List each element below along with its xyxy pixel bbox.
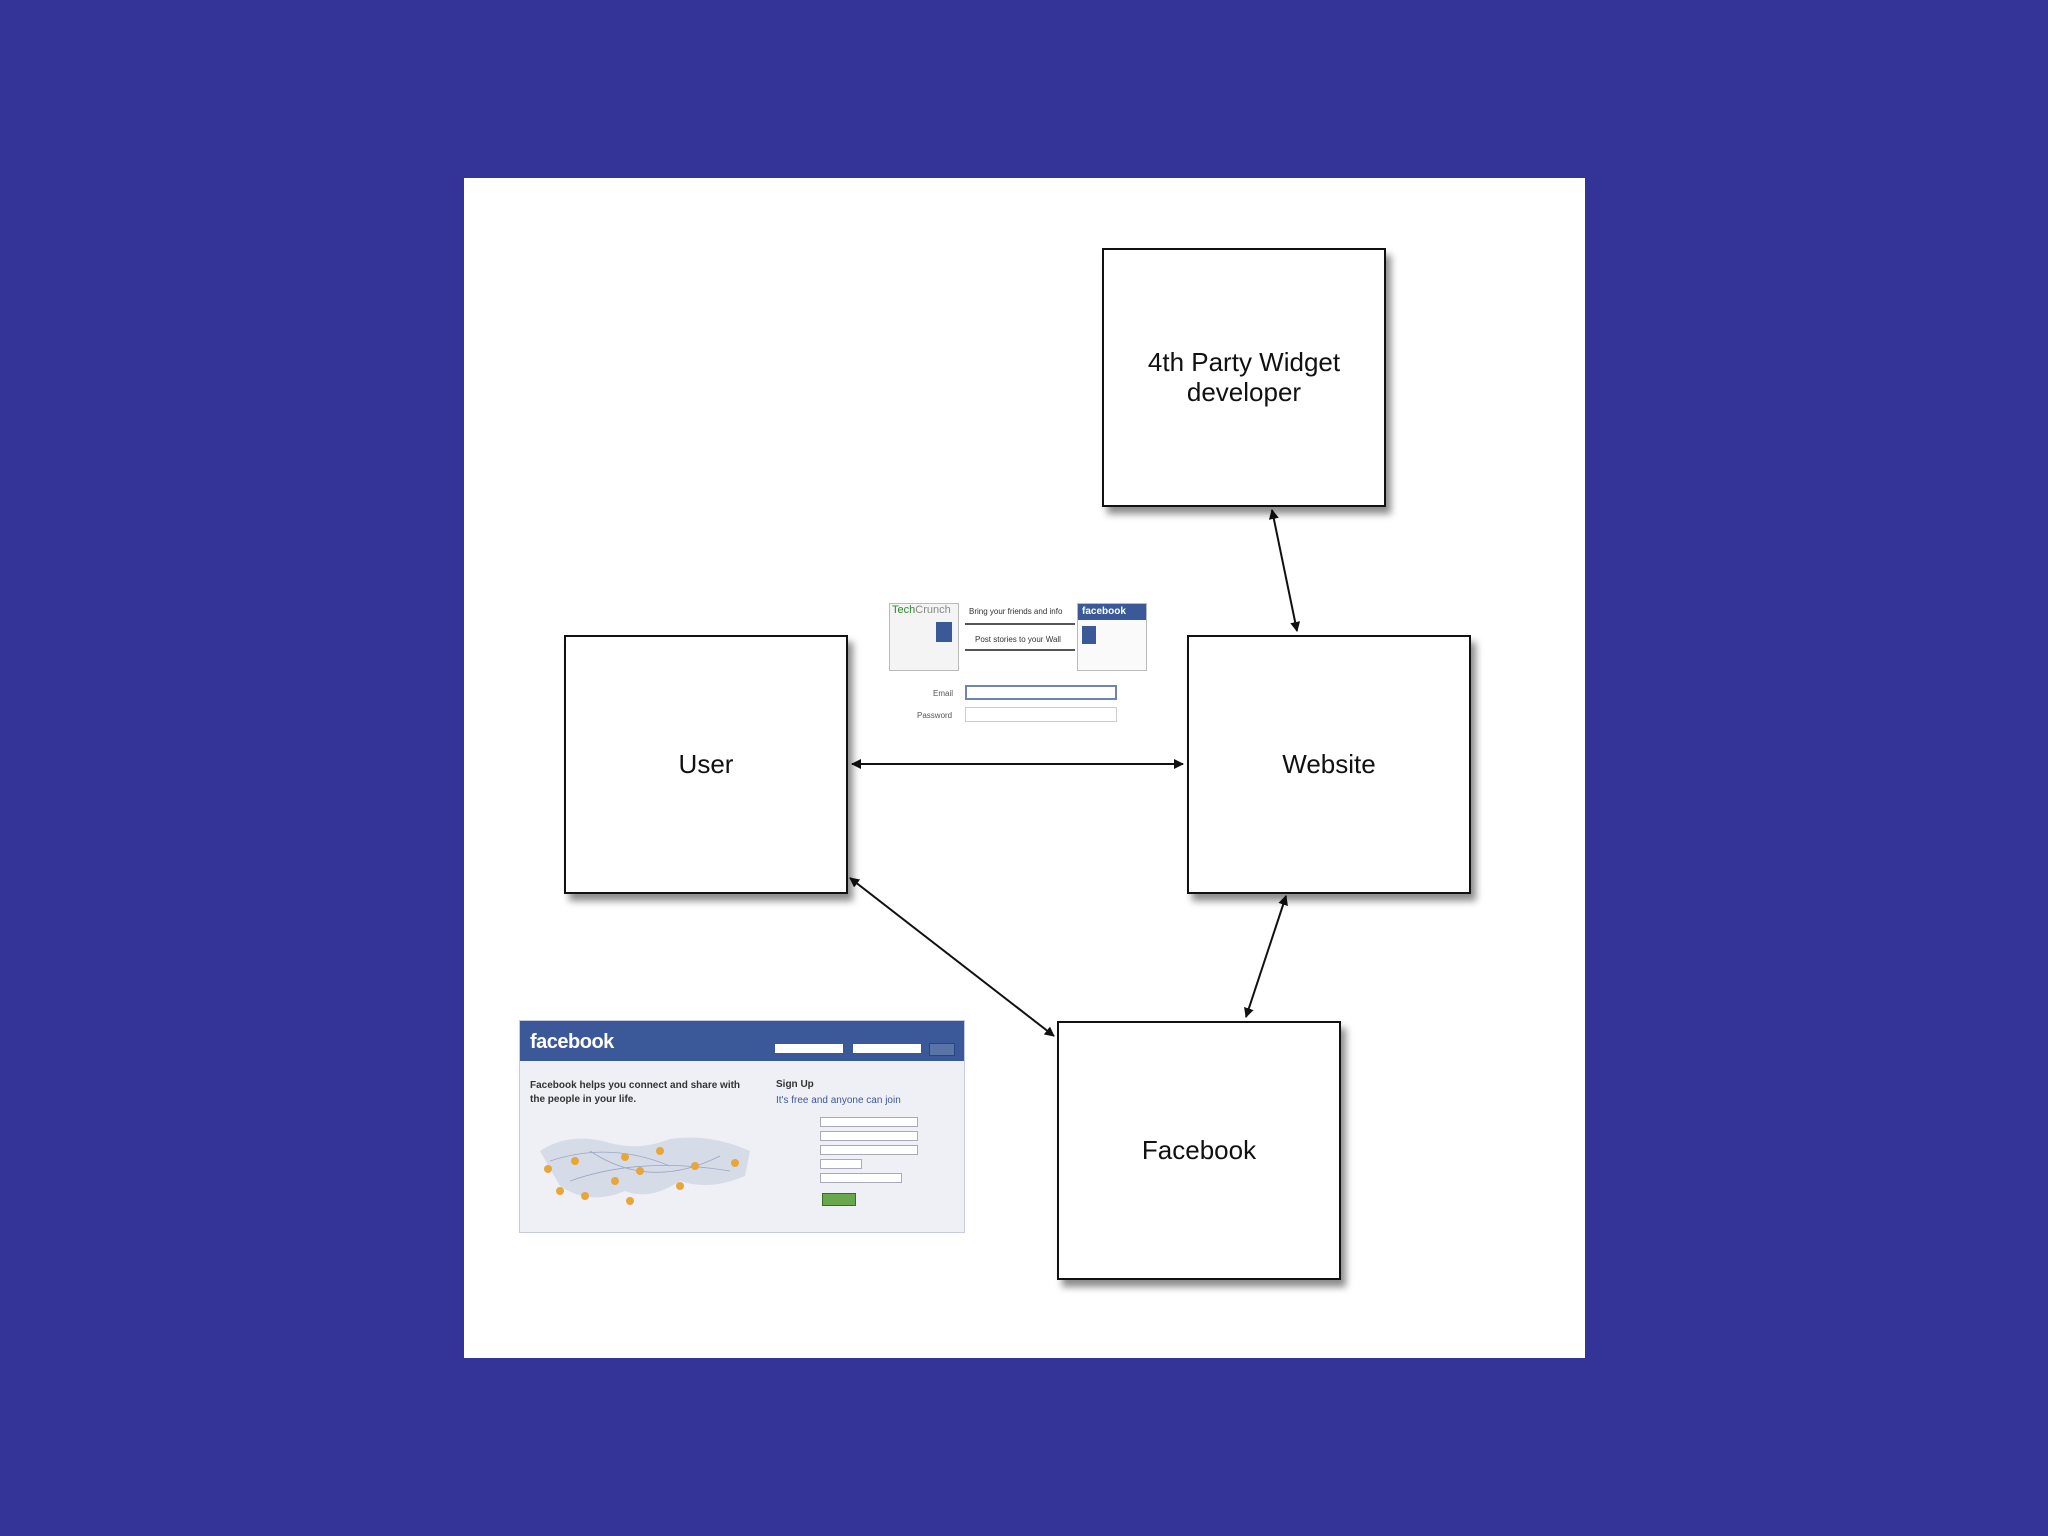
signup-field <box>820 1159 862 1169</box>
password-field <box>965 707 1117 722</box>
connect-arrow-2 <box>965 649 1075 651</box>
node-facebook-label: Facebook <box>1142 1136 1256 1166</box>
world-map-icon <box>530 1121 760 1221</box>
facebook-logo: facebook <box>530 1031 614 1054</box>
techcrunch-panel: TechCrunch <box>889 603 959 671</box>
facebook-panel-logo: facebook <box>1078 604 1146 620</box>
connect-screenshot: TechCrunch Bring your friends and info P… <box>889 603 1179 738</box>
connect-arrow-text-2: Post stories to your Wall <box>975 635 1061 644</box>
edge-widget-website <box>1272 510 1297 631</box>
email-label: Email <box>933 689 953 698</box>
diagram-canvas: 4th Party Widget developer User Website … <box>464 178 1585 1358</box>
node-widget-label: 4th Party Widget developer <box>1148 348 1340 408</box>
signup-field <box>820 1145 918 1155</box>
techcrunch-logo: TechCrunch <box>892 604 951 616</box>
facebook-header: facebook <box>520 1021 964 1061</box>
facebook-tagline: Facebook helps you connect and share wit… <box>530 1079 750 1107</box>
node-user-label: User <box>679 750 734 780</box>
connect-arrow-text-1: Bring your friends and info <box>969 607 1062 616</box>
facebook-panel: facebook <box>1077 603 1147 671</box>
node-facebook: Facebook <box>1057 1021 1341 1280</box>
node-website: Website <box>1187 635 1471 894</box>
login-password-field <box>853 1044 921 1053</box>
signup-field <box>820 1131 918 1141</box>
avatar-icon <box>936 622 952 642</box>
login-button <box>929 1043 955 1056</box>
signup-field <box>820 1117 918 1127</box>
email-field <box>965 685 1117 700</box>
signup-title: Sign Up <box>776 1079 814 1090</box>
edge-user-facebook <box>850 878 1054 1036</box>
signup-field <box>820 1173 902 1183</box>
facebook-homepage-screenshot: facebook Facebook helps you connect and … <box>519 1020 965 1233</box>
signup-button <box>822 1193 856 1206</box>
connect-arrow-1 <box>965 623 1075 625</box>
node-widget-developer: 4th Party Widget developer <box>1102 248 1386 507</box>
edge-website-facebook <box>1246 896 1286 1017</box>
avatar-icon <box>1082 626 1096 644</box>
password-label: Password <box>917 711 952 720</box>
login-email-field <box>775 1044 843 1053</box>
signup-subtitle: It's free and anyone can join <box>776 1095 901 1106</box>
node-user: User <box>564 635 848 894</box>
node-website-label: Website <box>1282 750 1375 780</box>
